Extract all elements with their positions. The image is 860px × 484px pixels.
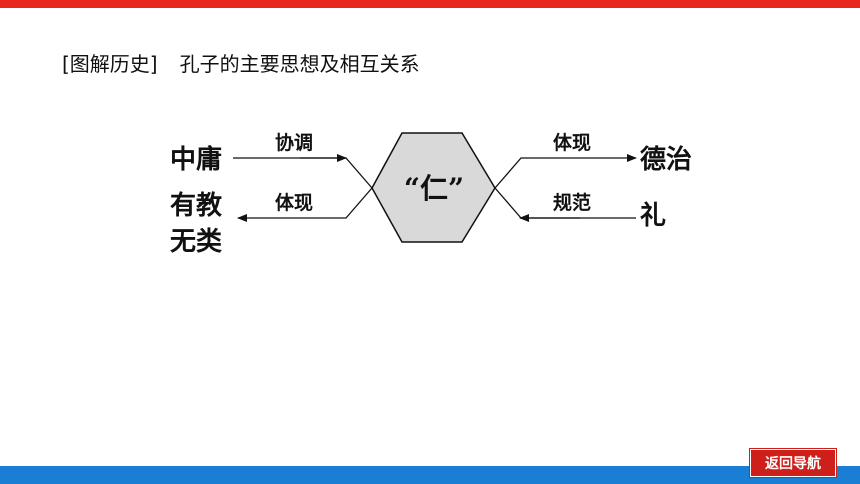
edge-xietiao-line [233, 157, 373, 189]
ren-label: “仁” [404, 172, 464, 205]
page-title: [图解历史] 孔子的主要思想及相互关系 [62, 48, 420, 77]
edge-tixian-left-line [237, 187, 373, 222]
section-tag: [图解历史] [62, 52, 158, 76]
node-li: 礼 [640, 200, 666, 231]
node-zhongyong: 中庸 [170, 144, 222, 175]
node-youjiao-line2: 无类 [170, 227, 222, 257]
node-youjiao-line1: 有教 [170, 191, 222, 221]
edge-tixian-right-line [494, 154, 637, 189]
bottom-accent-bar [0, 466, 860, 484]
edge-label-guifan: 规范 [553, 191, 591, 214]
title-text: 孔子的主要思想及相互关系 [179, 52, 420, 76]
edge-label-tixian-right: 体现 [553, 131, 591, 154]
edge-label-xietiao: 协调 [275, 131, 313, 154]
edge-label-tixian-left: 体现 [275, 191, 313, 214]
top-accent-bar [0, 0, 860, 8]
back-to-nav-button[interactable]: 返回导航 [750, 449, 836, 477]
node-dezhi: 德治 [640, 145, 692, 175]
